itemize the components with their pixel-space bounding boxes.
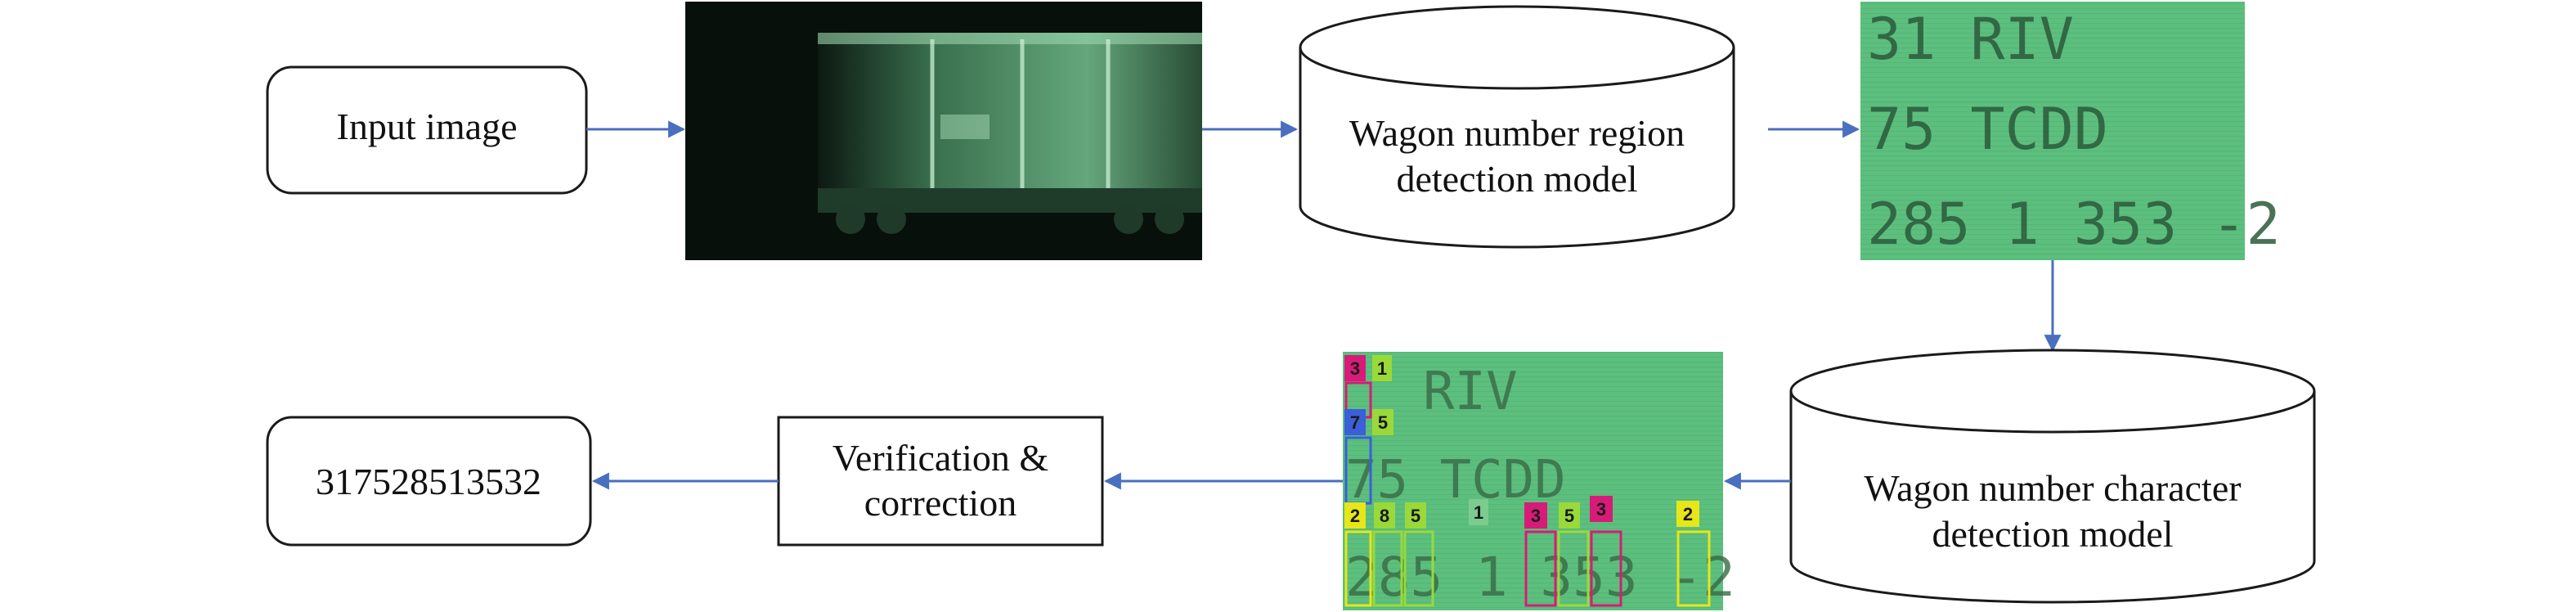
region-crop-line2: 75 TCDD: [1867, 96, 2108, 163]
char-tag: 3: [1531, 506, 1541, 526]
char-model-label-line2: detection model: [1932, 513, 2173, 555]
region-crop-image: 31 RIV 75 TCDD 285 1 353 -2: [1860, 2, 2281, 260]
verification-label-line1: Verification &: [832, 437, 1048, 479]
char-tag: 2: [1350, 506, 1360, 526]
char-tag: 1: [1474, 502, 1483, 523]
char-tag: 3: [1596, 499, 1606, 520]
char-tag: 3: [1350, 358, 1360, 379]
char-tag: 1: [1377, 358, 1387, 379]
region-crop-line1: 31 RIV: [1867, 6, 2074, 73]
char-tag: 7: [1350, 412, 1360, 433]
char-crop-image: RIV 75 TCDD 285 1 353 -2 3 1 7 5 2: [1343, 352, 1735, 610]
char-crop-line3: 285 1 353 -2: [1345, 546, 1735, 609]
wagon-photo: [685, 2, 1202, 260]
char-box: [1590, 530, 1622, 607]
verification-node: Verification & correction: [777, 416, 1104, 547]
char-box: [1403, 530, 1434, 607]
char-box: [1344, 530, 1372, 607]
char-model-label-line1: Wagon number character: [1864, 467, 2241, 509]
char-tag: 2: [1683, 504, 1693, 524]
char-detection-model: Wagon number character detection model: [1789, 349, 2316, 604]
verification-label-line2: correction: [864, 482, 1016, 524]
region-crop-line3: 285 1 353 -2: [1867, 191, 2281, 258]
char-crop-line2: 75 TCDD: [1345, 450, 1566, 511]
char-box: [1372, 530, 1403, 607]
region-model-label-line1: Wagon number region: [1349, 112, 1685, 154]
input-image-label: Input image: [337, 106, 518, 147]
region-detection-model: Wagon number region detection model: [1299, 5, 1735, 249]
input-image-node: Input image: [266, 65, 588, 195]
char-tag: 5: [1564, 506, 1574, 526]
output-label: 317528513532: [316, 461, 541, 502]
char-tag: 5: [1411, 506, 1420, 526]
char-box: [1676, 530, 1711, 607]
char-tag: 8: [1380, 506, 1389, 526]
char-box: [1557, 530, 1590, 607]
output-node: 317528513532: [266, 416, 592, 547]
char-tag: 5: [1378, 412, 1388, 433]
char-box: [1524, 530, 1557, 607]
char-crop-line1: RIV: [1423, 362, 1518, 422]
region-model-label-line2: detection model: [1396, 158, 1637, 200]
